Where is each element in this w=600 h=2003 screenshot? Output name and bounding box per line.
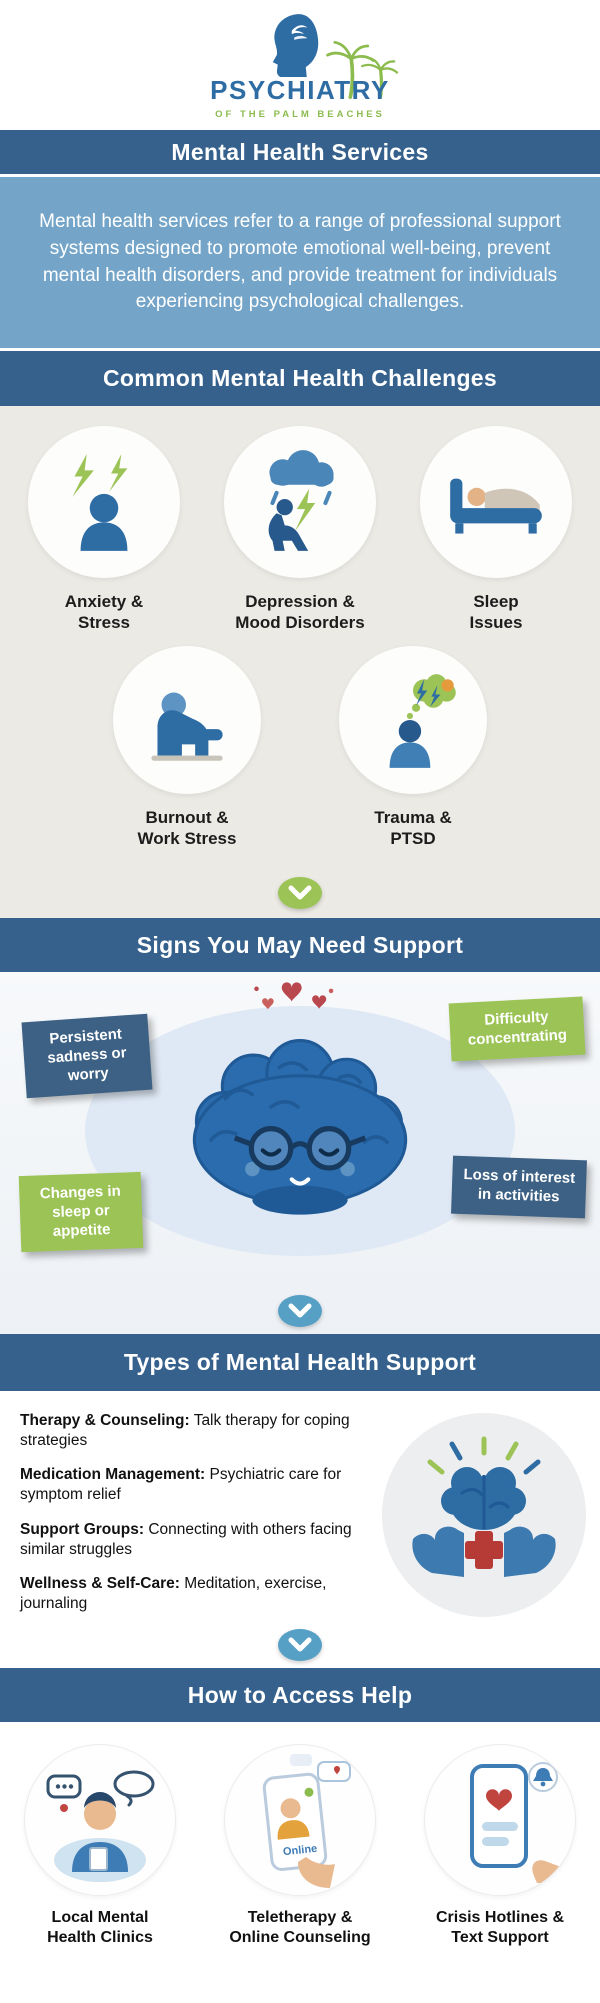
challenge-item-trauma: Trauma & PTSD — [327, 645, 499, 850]
challenge-label: Depression & Mood Disorders — [235, 592, 365, 633]
online-badge: Online — [282, 1843, 317, 1859]
callout-loss-of-interest: Loss of interest in activities — [451, 1155, 587, 1218]
clinic-person-icon — [24, 1744, 176, 1896]
types-list: Therapy & Counseling: Talk therapy for c… — [0, 1391, 368, 1668]
chevron-down-icon — [277, 1628, 323, 1662]
chevron-down-icon — [277, 876, 323, 910]
chevron-down-icon — [277, 1294, 323, 1328]
access-label: Crisis Hotlines & Text Support — [435, 1909, 565, 1946]
banner-types-of-support: Types of Mental Health Support — [0, 1334, 600, 1391]
callout-persistent-sadness: Persistent sadness or worry — [21, 1013, 153, 1099]
burnout-icon — [113, 645, 261, 794]
challenge-item-depression: Depression & Mood Disorders — [214, 426, 386, 634]
trauma-ptsd-icon — [339, 645, 487, 794]
crisis-hotline-phone-icon — [424, 1744, 576, 1896]
access-item-crisis: Crisis Hotlines & Text Support — [411, 1744, 589, 1948]
depression-icon — [224, 426, 376, 578]
logo-head-icon — [272, 13, 319, 77]
intro-text: Mental health services refer to a range … — [39, 211, 561, 313]
challenge-item-anxiety: Anxiety & Stress — [18, 426, 190, 634]
banner-common-challenges: Common Mental Health Challenges — [0, 351, 600, 406]
challenges-section: Anxiety & Stress — [0, 406, 600, 918]
banner-mental-health-services: Mental Health Services — [0, 130, 600, 174]
banner-how-to-access-help: How to Access Help — [0, 1668, 600, 1722]
callout-difficulty-concentrating: Difficulty concentrating — [448, 996, 586, 1061]
challenge-item-sleep: Sleep Issues — [410, 426, 582, 634]
hearts-icon — [254, 982, 334, 1010]
access-section: Local Mental Health Clinics Onlin — [0, 1722, 600, 2003]
type-desc: Talk therapy for coping strategies — [20, 1412, 350, 1450]
brand-name: PSYCHIATRY — [210, 74, 390, 105]
teletherapy-phone-icon: Online — [224, 1744, 376, 1896]
types-section: Therapy & Counseling: Talk therapy for c… — [0, 1391, 600, 1668]
challenge-label: Anxiety & Stress — [64, 592, 144, 633]
type-item-therapy: Therapy & Counseling: Talk therapy for c… — [20, 1411, 364, 1451]
access-item-clinics: Local Mental Health Clinics — [11, 1744, 189, 1948]
challenge-label: Burnout & Work Stress — [137, 807, 237, 848]
challenge-label: Trauma & PTSD — [374, 807, 452, 848]
type-item-medication: Medication Management: Psychiatric care … — [20, 1465, 364, 1505]
type-item-wellness: Wellness & Self-Care: Meditation, exerci… — [20, 1574, 364, 1614]
type-desc: Psychiatric care for symptom relief — [20, 1466, 342, 1504]
brand-logo: PSYCHIATRY OF THE PALM BEACHES — [170, 11, 430, 120]
challenge-item-burnout: Burnout & Work Stress — [101, 645, 273, 850]
signs-section: Persistent sadness or worry Difficulty c… — [0, 972, 600, 1334]
type-title: Medication Management: — [20, 1466, 206, 1484]
brand-tagline: OF THE PALM BEACHES — [215, 108, 385, 120]
type-title: Support Groups: — [20, 1520, 144, 1538]
logo-palms-icon — [326, 40, 399, 99]
banner-signs: Signs You May Need Support — [0, 918, 600, 972]
anxiety-stress-icon — [28, 426, 180, 578]
type-title: Wellness & Self-Care: — [20, 1574, 180, 1592]
sleep-icon — [420, 426, 572, 578]
access-label: Teletherapy & Online Counseling — [229, 1909, 371, 1946]
intro-section: Mental health services refer to a range … — [0, 177, 600, 348]
header: PSYCHIATRY OF THE PALM BEACHES — [0, 0, 600, 130]
type-desc: Connecting with others facing similar st… — [20, 1520, 352, 1558]
type-item-support-groups: Support Groups: Connecting with others f… — [20, 1520, 364, 1560]
brain-illustration-icon — [155, 976, 445, 1244]
access-label: Local Mental Health Clinics — [47, 1909, 153, 1946]
brain-in-hands-icon — [382, 1413, 586, 1617]
callout-changes-sleep-appetite: Changes in sleep or appetite — [18, 1171, 144, 1253]
access-item-teletherapy: Online Teletherapy & Online Counseling — [211, 1744, 389, 1948]
type-desc: Meditation, exercise, journaling — [20, 1574, 327, 1612]
challenge-label: Sleep Issues — [469, 592, 523, 633]
type-title: Therapy & Counseling: — [20, 1412, 190, 1429]
